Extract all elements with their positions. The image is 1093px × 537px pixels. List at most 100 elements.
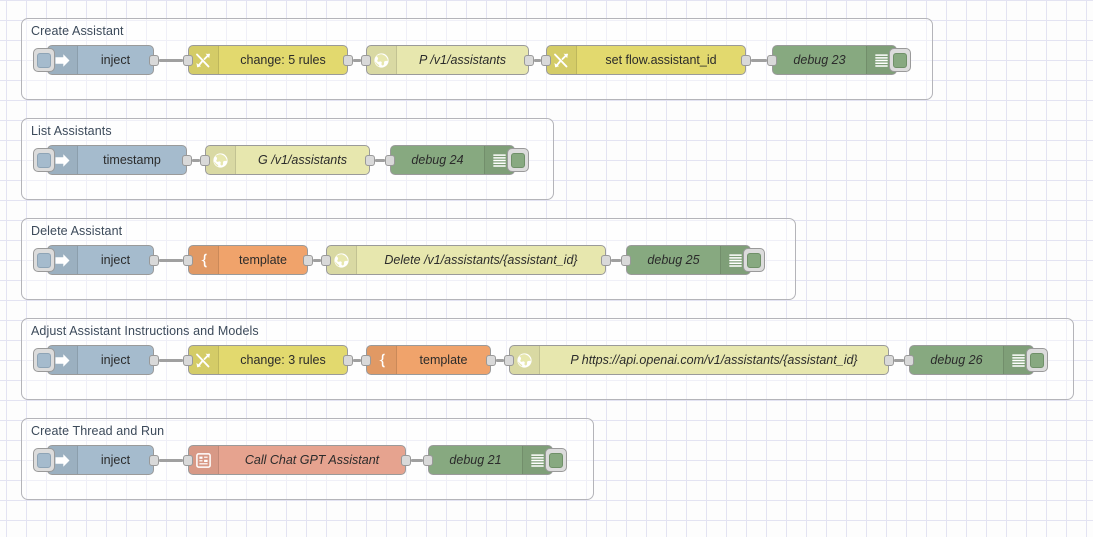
input-port[interactable] <box>541 54 551 66</box>
inject-trigger-button[interactable] <box>33 448 55 472</box>
input-port[interactable] <box>183 54 193 66</box>
link-wire[interactable] <box>534 58 541 62</box>
node-debug-25[interactable]: debug 25 <box>626 245 751 275</box>
node-debug-24[interactable]: debug 24 <box>390 145 515 175</box>
output-port[interactable] <box>303 254 313 266</box>
inject-trigger-button[interactable] <box>33 348 55 372</box>
link-wire[interactable] <box>411 458 423 462</box>
node-label: Call Chat GPT Assistant <box>244 453 380 467</box>
input-port[interactable] <box>361 54 371 66</box>
inject-trigger-button[interactable] <box>33 248 55 272</box>
link-wire[interactable] <box>159 358 183 362</box>
node-label: Delete /v1/assistants/{assistant_id} <box>384 253 578 267</box>
globe-icon <box>213 152 228 168</box>
link-wire[interactable] <box>313 258 321 262</box>
inject-trigger-indicator <box>37 352 51 368</box>
input-port[interactable] <box>183 354 193 366</box>
globe-icon <box>517 352 532 368</box>
input-port[interactable] <box>321 254 331 266</box>
input-port[interactable] <box>621 254 631 266</box>
output-port[interactable] <box>149 454 159 466</box>
link-wire[interactable] <box>894 358 904 362</box>
node-inject-1[interactable]: inject <box>47 45 154 75</box>
link-wire[interactable] <box>751 58 767 62</box>
link-wire[interactable] <box>159 258 183 262</box>
output-port[interactable] <box>343 54 353 66</box>
output-port[interactable] <box>365 154 375 166</box>
node-inject-2[interactable]: timestamp <box>47 145 187 175</box>
template-brace-icon-wrap <box>189 246 219 274</box>
link-wire[interactable] <box>611 258 621 262</box>
node-inject-4[interactable]: inject <box>47 345 154 375</box>
input-port[interactable] <box>423 454 433 466</box>
globe-icon-wrap <box>206 146 236 174</box>
node-label: P /v1/assistants <box>418 53 507 67</box>
debug-enable-button[interactable] <box>889 48 911 72</box>
group-label: Adjust Assistant Instructions and Models <box>31 324 259 338</box>
output-port[interactable] <box>149 254 159 266</box>
node-debug-21[interactable]: debug 21 <box>428 445 553 475</box>
input-port[interactable] <box>904 354 914 366</box>
link-wire[interactable] <box>353 58 361 62</box>
output-port[interactable] <box>149 354 159 366</box>
node-change-1[interactable]: change: 5 rules <box>188 45 348 75</box>
change-swap-icon <box>196 353 210 367</box>
input-port[interactable] <box>767 54 777 66</box>
change-swap-icon-wrap <box>189 46 219 74</box>
node-http-3[interactable]: Delete /v1/assistants/{assistant_id} <box>326 245 606 275</box>
input-port[interactable] <box>385 154 395 166</box>
node-debug-26[interactable]: debug 26 <box>909 345 1034 375</box>
node-debug-23[interactable]: debug 23 <box>772 45 897 75</box>
node-change-2[interactable]: set flow.assistant_id <box>546 45 746 75</box>
output-port[interactable] <box>601 254 611 266</box>
output-port[interactable] <box>401 454 411 466</box>
node-label: P https://api.openai.com/v1/assistants/{… <box>570 353 858 367</box>
inject-trigger-button[interactable] <box>33 48 55 72</box>
node-label: inject <box>100 253 131 267</box>
input-port[interactable] <box>183 454 193 466</box>
input-port[interactable] <box>504 354 514 366</box>
debug-list-icon <box>531 453 544 467</box>
link-wire[interactable] <box>353 358 361 362</box>
inject-trigger-indicator <box>37 152 51 168</box>
node-http-1[interactable]: P /v1/assistants <box>366 45 529 75</box>
link-wire[interactable] <box>375 158 385 162</box>
node-inject-5[interactable]: inject <box>47 445 154 475</box>
node-label: debug 21 <box>449 453 502 467</box>
link-wire[interactable] <box>159 458 183 462</box>
debug-list-icon <box>493 153 506 167</box>
output-port[interactable] <box>884 354 894 366</box>
node-inject-3[interactable]: inject <box>47 245 154 275</box>
node-http-4[interactable]: P https://api.openai.com/v1/assistants/{… <box>509 345 889 375</box>
node-http-2[interactable]: G /v1/assistants <box>205 145 370 175</box>
debug-enable-button[interactable] <box>545 448 567 472</box>
input-port[interactable] <box>183 254 193 266</box>
link-wire[interactable] <box>159 58 183 62</box>
globe-icon-wrap <box>510 346 540 374</box>
output-port[interactable] <box>182 154 192 166</box>
inject-arrow-icon <box>55 53 70 67</box>
input-port[interactable] <box>200 154 210 166</box>
inject-trigger-button[interactable] <box>33 148 55 172</box>
node-label: debug 24 <box>411 153 464 167</box>
node-template-1[interactable]: template <box>188 245 308 275</box>
output-port[interactable] <box>486 354 496 366</box>
node-label: template <box>239 253 287 267</box>
node-change-3[interactable]: change: 3 rules <box>188 345 348 375</box>
debug-enable-button[interactable] <box>507 148 529 172</box>
output-port[interactable] <box>149 54 159 66</box>
node-label: G /v1/assistants <box>258 153 347 167</box>
debug-enable-button[interactable] <box>1026 348 1048 372</box>
node-chatgpt-1[interactable]: Call Chat GPT Assistant <box>188 445 406 475</box>
node-template-2[interactable]: template <box>366 345 491 375</box>
link-wire[interactable] <box>192 158 200 162</box>
template-brace-icon <box>201 253 207 267</box>
output-port[interactable] <box>741 54 751 66</box>
group-label: Create Thread and Run <box>31 424 165 438</box>
output-port[interactable] <box>524 54 534 66</box>
output-port[interactable] <box>343 354 353 366</box>
debug-enable-button[interactable] <box>743 248 765 272</box>
link-wire[interactable] <box>496 358 504 362</box>
input-port[interactable] <box>361 354 371 366</box>
